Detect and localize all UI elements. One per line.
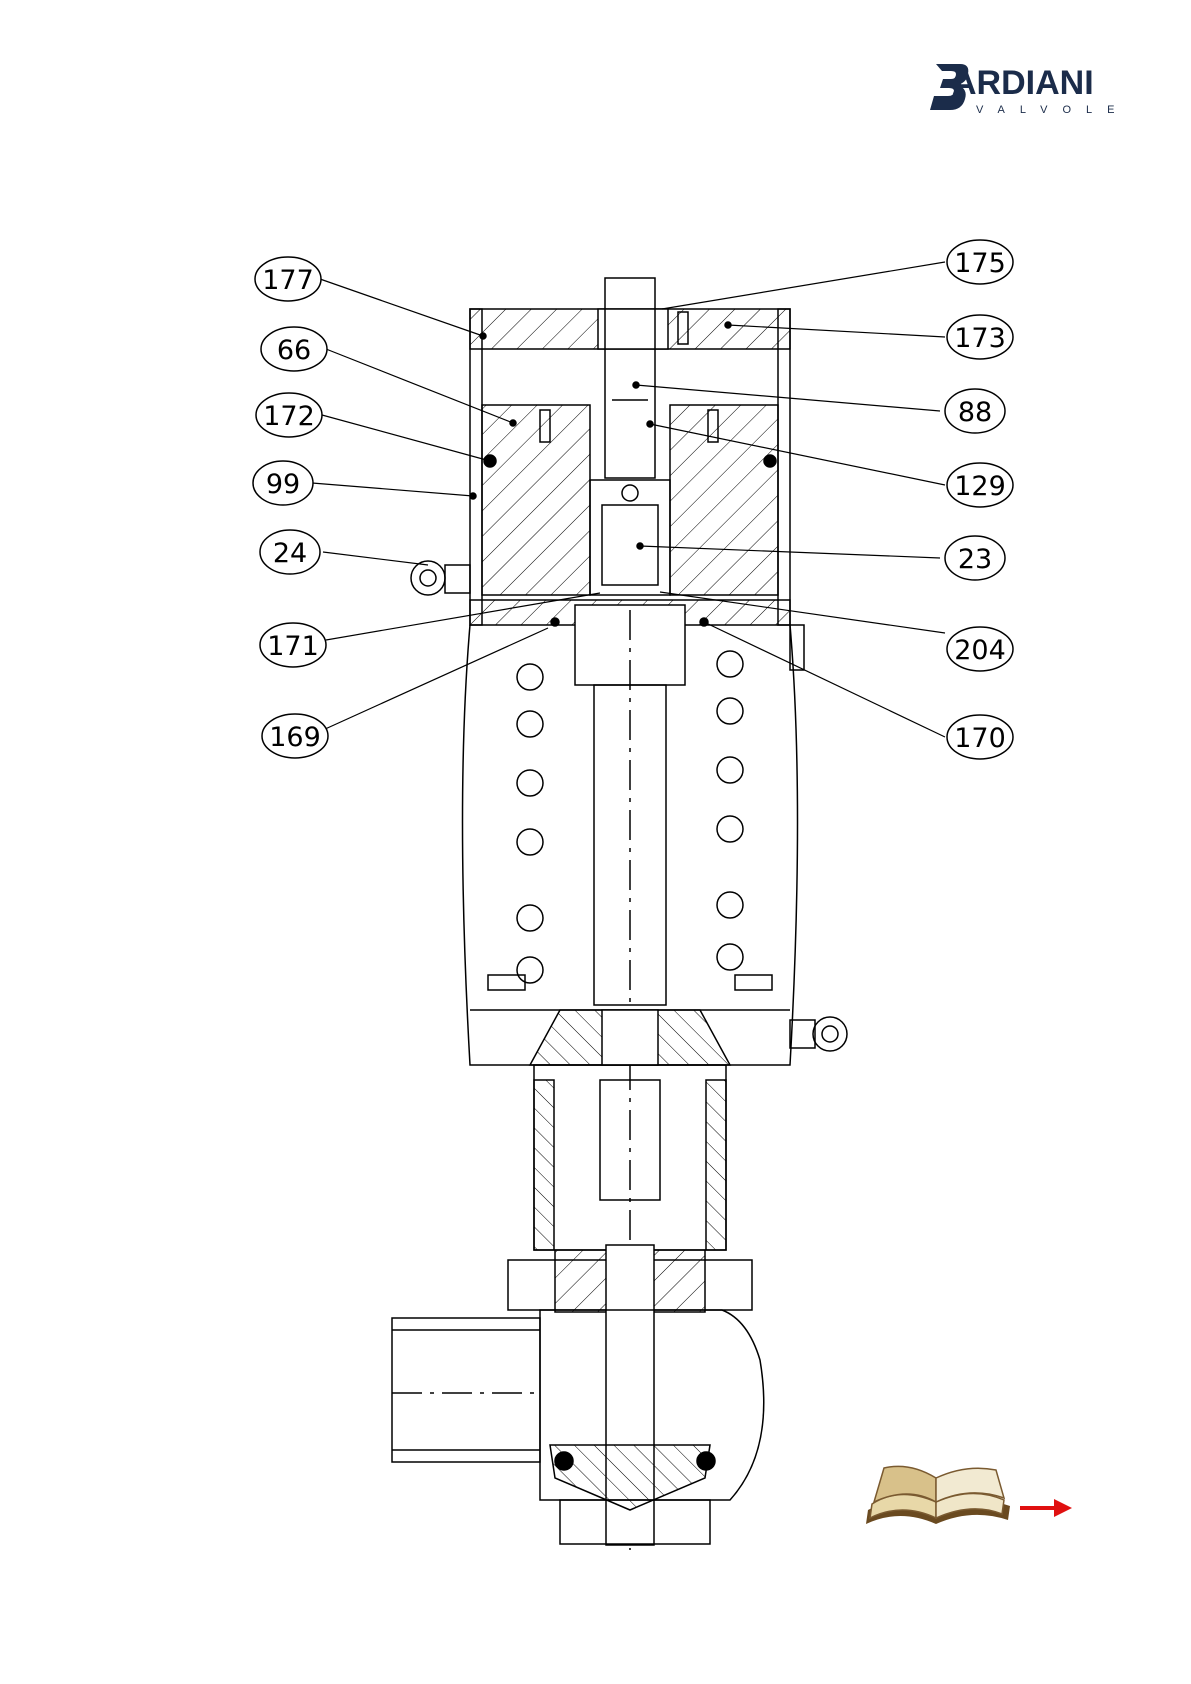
callout-label: 23 — [958, 544, 992, 575]
callout-129: 129 — [947, 463, 1013, 507]
callout-88: 88 — [945, 389, 1005, 433]
callout-label: 173 — [954, 323, 1006, 354]
callout-66: 66 — [261, 327, 327, 371]
callout-169: 169 — [262, 714, 328, 758]
callout-177: 177 — [255, 257, 321, 301]
callout-label: 171 — [267, 631, 319, 662]
callout-label: 24 — [273, 538, 307, 569]
callout-204: 204 — [947, 627, 1013, 671]
callout-label: 88 — [958, 397, 992, 428]
callout-label: 99 — [266, 469, 300, 500]
callout-99: 99 — [253, 461, 313, 505]
red-arrow-right-icon[interactable] — [1018, 1496, 1074, 1520]
callout-label: 204 — [954, 635, 1006, 666]
callout-label: 175 — [954, 248, 1006, 279]
callout-label: 169 — [269, 722, 321, 753]
callout-171: 171 — [260, 623, 326, 667]
callout-175: 175 — [947, 240, 1013, 284]
callout-label: 177 — [262, 265, 314, 296]
valve-body — [392, 1065, 764, 1545]
callout-173: 173 — [947, 315, 1013, 359]
open-book-icon[interactable] — [860, 1458, 1015, 1548]
callout-23: 23 — [945, 536, 1005, 580]
callout-172: 172 — [256, 393, 322, 437]
callout-170: 170 — [947, 715, 1013, 759]
callout-label: 172 — [263, 401, 315, 432]
callout-label: 66 — [277, 335, 311, 366]
callout-label: 170 — [954, 723, 1006, 754]
callout-label: 129 — [954, 471, 1006, 502]
callout-24: 24 — [260, 530, 320, 574]
